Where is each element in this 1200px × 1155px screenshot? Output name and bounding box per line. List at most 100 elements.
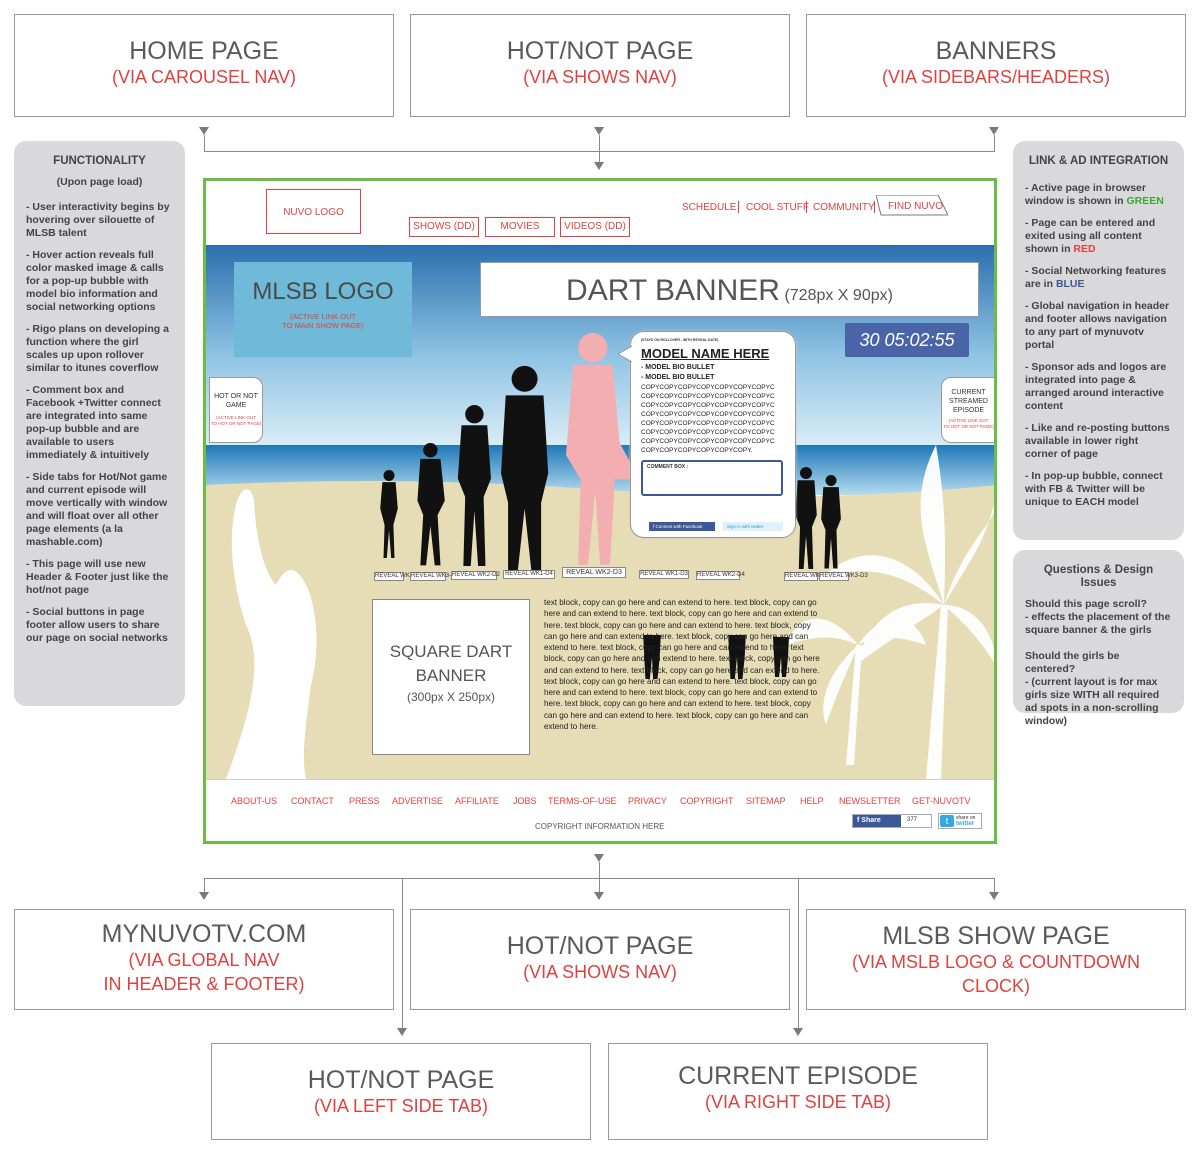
facebook-share-button[interactable]: f Share 377	[852, 814, 932, 828]
questions-line: Should the girls be centered?	[1025, 650, 1120, 675]
reveal-tag: REVEAL WK1-D4	[503, 570, 555, 579]
footer-link-newsletter[interactable]: NEWSLETTER	[839, 796, 901, 806]
footer-link-jobs[interactable]: JOBS	[513, 796, 537, 806]
copyright-text: COPYRIGHT INFORMATION HERE	[535, 822, 665, 831]
facebook-connect-button[interactable]: f Connect with Facebook	[649, 522, 715, 531]
bottom-box-sub: (VIA GLOBAL NAV IN HEADER & FOOTER)	[103, 950, 305, 994]
bottom-box-sub: (VIA LEFT SIDE TAB)	[313, 1096, 489, 1116]
nuvo-logo[interactable]: NUVO LOGO	[266, 189, 361, 234]
model-name: MODEL NAME HERE	[641, 346, 770, 361]
bottom-box-title: CURRENT EPISODE	[678, 1062, 918, 1090]
bubble-pointer	[618, 346, 632, 362]
connector-line	[599, 878, 600, 892]
arrow-down-icon	[199, 127, 209, 135]
functionality-item: - Comment box and Facebook +Twitter conn…	[26, 384, 161, 461]
square-dart-banner[interactable]: SQUARE DART BANNER (300px X 250px)	[372, 599, 530, 755]
nav-cool-stuff[interactable]: COOL STUFF	[746, 202, 809, 213]
footer-link-privacy[interactable]: PRIVACY	[628, 796, 667, 806]
model-bio-copy: COPYCOPYCOPYCOPYCOPYCOPYCOPYC COPYCOPYCO…	[641, 384, 775, 454]
arrow-down-icon	[594, 854, 604, 862]
arrow-down-icon	[397, 1028, 407, 1036]
arrow-down-icon	[594, 892, 604, 900]
functionality-item: - Hover action reveals full color masked…	[26, 249, 164, 313]
questions-line: - effects the placement of the square ba…	[1025, 611, 1171, 636]
footer-link-affiliate[interactable]: AFFILIATE	[455, 796, 499, 806]
reveal-tag: REVEAL WK2-D2	[451, 571, 500, 580]
link-ad-item: - Like and re-posting buttons available …	[1025, 422, 1170, 460]
functionality-item: - Side tabs for Hot/Not game and current…	[26, 471, 168, 548]
countdown-clock[interactable]: 30 05:02:55	[845, 323, 969, 357]
connector-line	[204, 878, 205, 892]
mlsb-logo-note: (ACTIVE LINK OUT TO MAIN SHOW PAGE)	[282, 312, 364, 330]
footer-link-press[interactable]: PRESS	[349, 796, 380, 806]
connector-line	[994, 135, 995, 151]
connector-line	[599, 862, 600, 878]
nav-schedule[interactable]: SCHEDULE	[682, 202, 737, 213]
twitter-share-button[interactable]: t share on twitter	[938, 813, 982, 829]
footer-link-help[interactable]: HELP	[800, 796, 824, 806]
link-ad-item: - In pop-up bubble, connect with FB & Tw…	[1025, 470, 1163, 508]
twitter-signin-button[interactable]: Sign in with twitter	[723, 522, 783, 531]
arrow-down-icon	[594, 162, 604, 170]
functionality-item: - User interactivity begins by hovering …	[26, 201, 170, 239]
link-ad-title: LINK & AD INTEGRATION	[1028, 155, 1169, 167]
model-popup-bubble[interactable]: (STAYS ON ROLLOVER - WITH REVEAL DATE) M…	[618, 331, 796, 538]
twitter-share-text-2: twitter	[956, 821, 974, 827]
top-box-hotnot: HOT/NOT PAGE (VIA SHOWS NAV)	[410, 14, 790, 117]
connector-line	[994, 878, 995, 892]
nav-videos[interactable]: VIDEOS (DD)	[560, 217, 630, 237]
link-ad-item: - Page can be entered and exited using a…	[1025, 217, 1156, 255]
footer-link-terms[interactable]: TERMS-OF-USE	[548, 796, 617, 806]
footer-link-contact[interactable]: CONTACT	[291, 796, 334, 806]
nav-find-nuvo[interactable]: FIND NUVO	[888, 201, 943, 212]
left-side-tab-note: (ACTIVE LINK OUT TO HOT OR NOT PAGE)	[210, 415, 262, 426]
mlsb-logo-text: MLSB LOGO	[252, 278, 394, 305]
top-box-sub: (VIA SIDEBARS/HEADERS)	[881, 67, 1111, 87]
mock-page: NUVO LOGO SCHEDULE COOL STUFF COMMUNITY …	[203, 178, 997, 844]
footer-link-about[interactable]: ABOUT-US	[231, 796, 278, 806]
nav-movies[interactable]: MOVIES	[485, 217, 555, 237]
connector-line	[402, 878, 403, 1028]
bottom-box-title: MYNUVOTV.COM	[101, 920, 307, 948]
left-side-tab[interactable]: HOT OR NOT GAME (ACTIVE LINK OUT TO HOT …	[209, 377, 263, 443]
top-box-banners: BANNERS (VIA SIDEBARS/HEADERS)	[806, 14, 1186, 117]
functionality-item: - Social buttons in page footer allow us…	[26, 606, 168, 644]
connector-line	[204, 151, 995, 152]
questions-panel: Questions & Design Issues Should this pa…	[1013, 550, 1184, 727]
link-ad-item: - Active page in browser window is shown…	[1025, 182, 1164, 207]
bottom-box-title: HOT/NOT PAGE	[506, 932, 694, 960]
top-box-sub: (VIA CAROUSEL NAV)	[111, 67, 297, 87]
questions-line: Should this page scroll?	[1025, 598, 1147, 610]
top-box-home: HOME PAGE (VIA CAROUSEL NAV)	[14, 14, 394, 117]
dart-banner[interactable]: DART BANNER (728px X 90px)	[480, 262, 979, 317]
questions-line: - (current layout is for max girls size …	[1025, 676, 1160, 727]
footer-link-copyright[interactable]: COPYRIGHT	[680, 796, 734, 806]
top-box-title: HOME PAGE	[129, 37, 279, 65]
comment-box[interactable]: COMMENT BOX :	[641, 460, 783, 496]
footer-link-get-nuvotv[interactable]: GET-NUVOTV	[912, 796, 971, 806]
nav-find-nuvo-tab[interactable]: FIND NUVO	[875, 194, 949, 217]
reveal-tag: REVEAL WK3-D1	[374, 572, 423, 581]
bottom-box-sub: (VIA SHOWS NAV)	[523, 962, 677, 982]
bottom-box-left-tab: HOT/NOT PAGE (VIA LEFT SIDE TAB)	[211, 1043, 591, 1140]
top-box-title: HOT/NOT PAGE	[506, 37, 694, 65]
nav-shows[interactable]: SHOWS (DD)	[409, 217, 479, 237]
reveal-tag: REVEAL WK1-D3	[639, 570, 689, 579]
functionality-title: FUNCTIONALITY	[53, 155, 146, 167]
share-count: 377	[907, 817, 918, 823]
functionality-panel: FUNCTIONALITY (Upon page load) - User in…	[14, 141, 185, 706]
arrow-down-icon	[594, 127, 604, 135]
connector-line	[204, 135, 205, 151]
bottom-box-title: HOT/NOT PAGE	[307, 1066, 495, 1094]
square-banner-size: (300px X 250px)	[406, 690, 496, 704]
arrow-down-icon	[989, 127, 999, 135]
twitter-share-text-1: share on	[956, 815, 976, 821]
arrow-down-icon	[989, 892, 999, 900]
footer-link-sitemap[interactable]: SITEMAP	[746, 796, 786, 806]
functionality-subtitle: (Upon page load)	[56, 176, 143, 188]
nav-community[interactable]: COMMUNITY	[813, 202, 875, 213]
mlsb-logo[interactable]: MLSB LOGO (ACTIVE LINK OUT TO MAIN SHOW …	[234, 262, 412, 357]
right-side-tab[interactable]: CURRENT STREAMED EPISODE (ACTIVE LINK OU…	[941, 377, 994, 443]
top-box-sub: (VIA SHOWS NAV)	[523, 67, 677, 87]
footer-link-advertise[interactable]: ADVERTISE	[392, 796, 443, 806]
